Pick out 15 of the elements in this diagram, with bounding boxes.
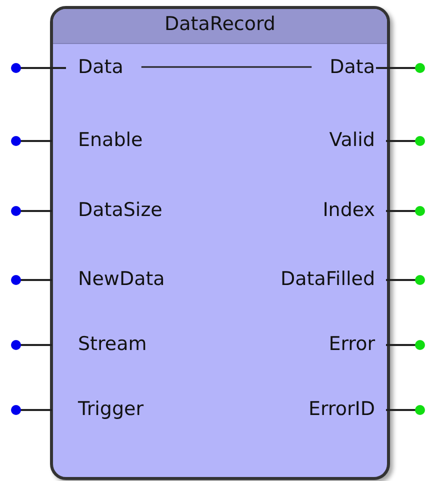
pin-label: Stream — [78, 332, 147, 356]
pin-label: Trigger — [78, 397, 144, 421]
pin-label: NewData — [78, 267, 165, 291]
pin-label: Data — [78, 55, 124, 79]
pin-label: Index — [322, 198, 375, 222]
pin-label: Valid — [329, 128, 375, 152]
pin-label: Error — [328, 332, 375, 356]
pin-label: Data — [330, 55, 375, 79]
block-title: DataRecord — [163, 13, 276, 35]
pin-label: DataFilled — [280, 267, 375, 291]
pin-label: Enable — [78, 128, 143, 152]
function-block — [50, 6, 390, 480]
pin-label: ErrorID — [308, 397, 375, 421]
connector-line — [141, 66, 312, 68]
pin-label: DataSize — [78, 198, 162, 222]
